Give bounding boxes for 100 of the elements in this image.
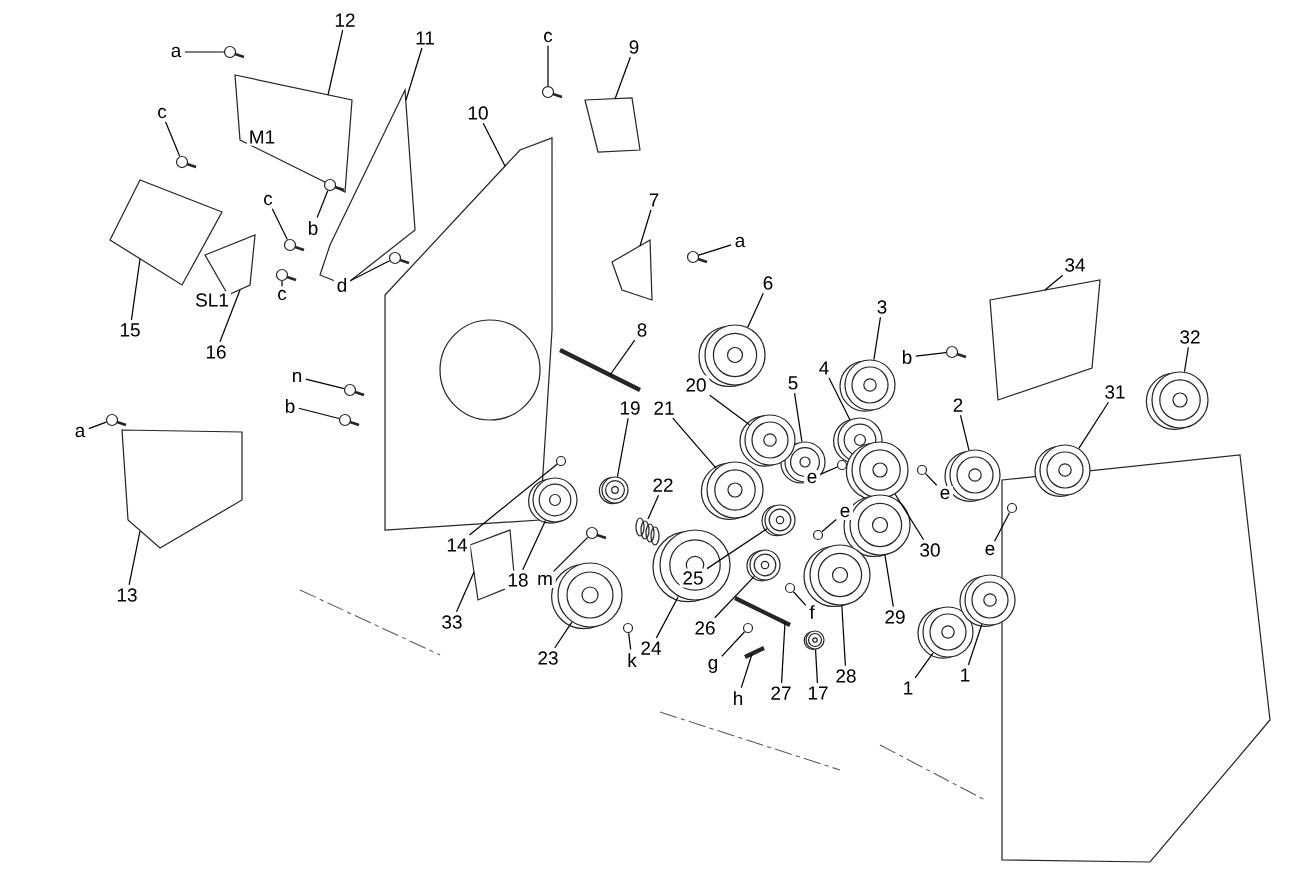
callout-number: 28	[832, 666, 860, 686]
retaining-ring	[742, 622, 754, 634]
callout-number: n	[288, 369, 306, 385]
leader-line	[184, 51, 225, 53]
leader-line	[281, 280, 283, 287]
screw	[541, 85, 563, 99]
leader-line	[993, 511, 1011, 542]
callout-number: b	[898, 347, 916, 367]
leader-line	[698, 244, 732, 256]
callout-number: e	[836, 504, 854, 520]
leader-line	[793, 392, 803, 443]
callout-number: g	[704, 656, 722, 676]
screw	[585, 526, 607, 540]
leader-line	[841, 604, 846, 667]
leader-line	[780, 621, 786, 684]
leader-line	[884, 554, 894, 608]
screw	[275, 268, 297, 282]
callout-number: e	[981, 542, 999, 558]
bracket	[109, 179, 223, 286]
callout-number: d	[333, 275, 351, 295]
leader-line	[709, 394, 751, 426]
callout-number: 23	[534, 648, 562, 668]
leader-line	[316, 190, 329, 219]
retaining-ring	[812, 529, 824, 541]
leader-line	[455, 571, 475, 613]
callout-number: b	[304, 218, 322, 238]
callout-number: 24	[637, 638, 665, 658]
callout-number: 9	[625, 37, 643, 57]
leader-line	[647, 494, 660, 520]
leader-line	[820, 466, 838, 475]
gear	[700, 461, 764, 520]
callout-number: 33	[438, 612, 466, 632]
gear	[1145, 371, 1209, 430]
leader-line	[130, 258, 141, 321]
callout-number: 1	[899, 678, 917, 698]
callout-number: b	[281, 396, 299, 416]
leader-line	[305, 378, 345, 390]
callout-number: 26	[691, 618, 719, 638]
leader-line	[1044, 274, 1064, 291]
leader-line	[219, 289, 241, 343]
leader-line	[1078, 401, 1110, 450]
leader-line	[894, 493, 925, 541]
leader-line	[547, 45, 549, 87]
leader-line	[706, 528, 768, 570]
leader-line	[959, 414, 970, 451]
gear	[803, 630, 825, 651]
bracket	[121, 429, 243, 549]
callout-number: c	[260, 192, 276, 208]
bracket	[584, 97, 641, 153]
gear	[845, 441, 909, 501]
leader-line	[88, 421, 107, 430]
shaft	[744, 646, 765, 659]
callout-number: 21	[650, 398, 678, 418]
callout-number: 18	[504, 570, 532, 590]
screw	[323, 178, 345, 192]
callout-number: 19	[616, 398, 644, 418]
leader-line	[522, 519, 547, 571]
leader-line	[553, 536, 589, 572]
leader-line	[639, 209, 652, 247]
callout-number: a	[71, 424, 89, 440]
callout-number: 22	[649, 475, 677, 495]
retaining-ring	[916, 464, 928, 476]
leader-line	[714, 575, 755, 619]
callout-number: 3	[873, 297, 891, 317]
screw	[175, 155, 197, 169]
callout-number: 5	[784, 373, 802, 393]
part-label: M1	[246, 128, 278, 146]
callout-number: m	[534, 572, 556, 588]
leader-line	[164, 121, 181, 157]
callout-number: 6	[759, 273, 777, 293]
gear	[598, 476, 629, 505]
leader-line	[128, 530, 141, 586]
callout-number: 27	[767, 683, 795, 703]
leader-line	[350, 260, 391, 282]
callout-number: 30	[916, 540, 944, 560]
callout-number: 13	[113, 585, 141, 605]
leader-line	[747, 292, 764, 328]
leader-line	[740, 653, 753, 689]
leader-line	[327, 29, 344, 96]
gear	[839, 359, 896, 412]
callout-number: 17	[804, 683, 832, 703]
gear	[652, 529, 731, 603]
shaft	[734, 596, 791, 627]
leader-line	[828, 377, 851, 421]
callout-number: 4	[815, 358, 833, 378]
leader-line	[616, 417, 629, 478]
leader-line	[792, 591, 807, 606]
leader-line	[672, 417, 717, 469]
leader-line	[924, 473, 938, 486]
leader-line	[609, 339, 636, 376]
leader-line	[628, 632, 632, 651]
callout-number: 20	[682, 375, 710, 395]
leader-line	[814, 649, 819, 684]
callout-number: 29	[881, 607, 909, 627]
gear	[761, 504, 796, 537]
gear	[746, 549, 781, 582]
retaining-ring	[1006, 502, 1018, 514]
screw	[945, 345, 967, 359]
screw	[686, 250, 708, 264]
leader-line	[554, 621, 573, 649]
